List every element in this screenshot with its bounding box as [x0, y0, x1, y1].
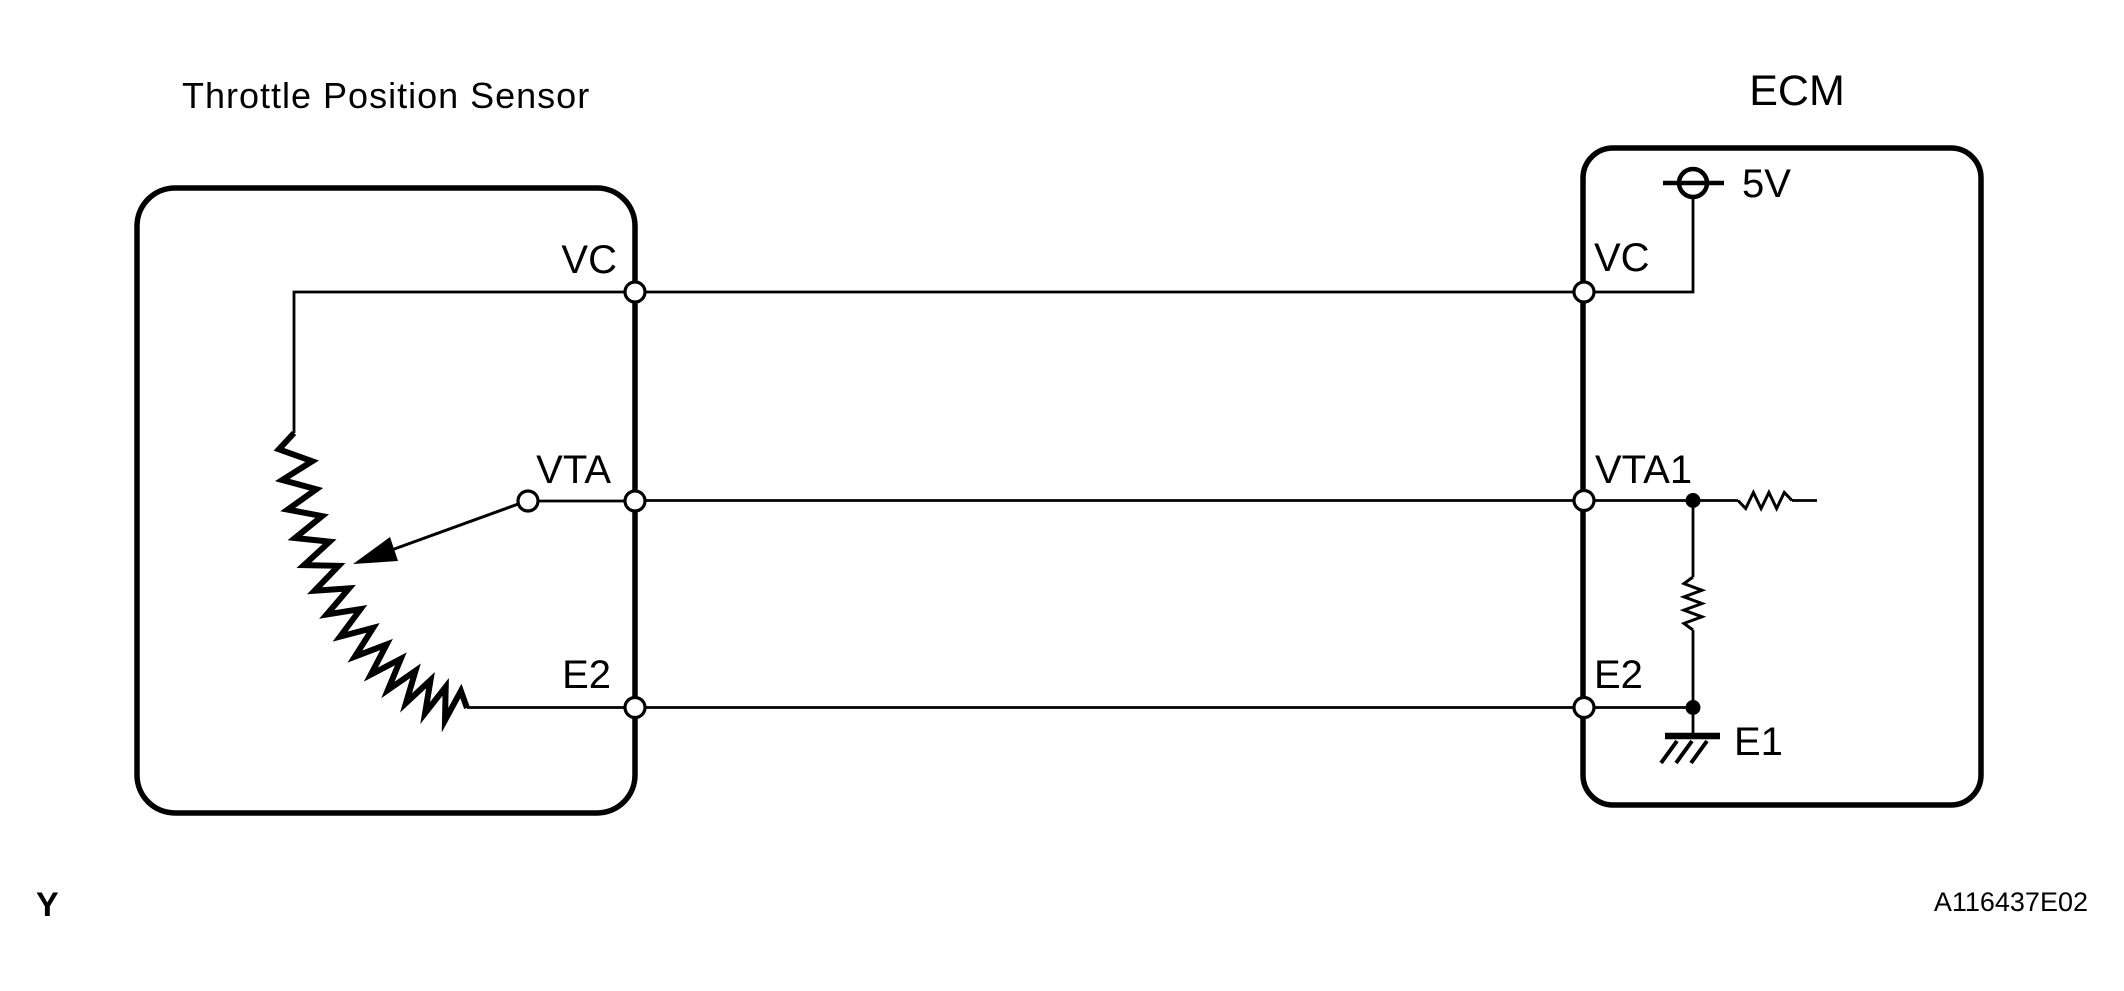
sensor-label-e2: E2	[562, 653, 611, 697]
ground-hatch-1	[1659, 739, 1679, 765]
ecm-pulldown-resistor	[1679, 575, 1707, 632]
ecm-box	[1580, 145, 1984, 808]
sensor-vc-inner-wire	[292, 290, 635, 433]
sensor-terminal-vta	[623, 489, 647, 513]
sensor-terminal-e2	[623, 695, 647, 720]
ecm-label-vc: VC	[1594, 236, 1650, 280]
sensor-terminal-vc	[623, 280, 647, 304]
ecm-terminal-vta1	[1572, 488, 1596, 513]
potentiometer-track-resistor	[273, 430, 470, 733]
ground-hatch-3	[1689, 739, 1709, 765]
ecm-5v-to-vc-wire	[1584, 197, 1695, 294]
figure-code: A116437E02	[1934, 887, 2088, 917]
ecm-label-e2: E2	[1594, 653, 1643, 697]
figure-marker: Y	[36, 886, 59, 924]
power-source-icon	[1663, 166, 1724, 200]
ground-hatch-2	[1674, 739, 1694, 765]
ecm-terminal-vc	[1572, 280, 1596, 304]
e2-junction-dot	[1685, 700, 1701, 715]
sensor-title: Throttle Position Sensor	[182, 75, 590, 116]
ground-icon	[1659, 732, 1720, 765]
vta1-junction-dot	[1685, 493, 1701, 508]
ecm-title: ECM	[1749, 67, 1845, 115]
sensor-label-vta: VTA	[536, 448, 611, 492]
wiper-arrowhead-icon	[353, 537, 398, 564]
sensor-label-vc: VC	[561, 238, 617, 282]
wiper-arrow-shaft	[385, 501, 522, 554]
wiper-terminal	[516, 489, 540, 513]
ecm-input-resistor	[1736, 489, 1794, 512]
ecm-label-5v: 5V	[1742, 162, 1791, 206]
ecm-label-vta1: VTA1	[1595, 448, 1692, 492]
ecm-label-e1: E1	[1734, 720, 1783, 764]
ecm-terminal-e2	[1572, 695, 1596, 720]
wiper-arrow	[353, 501, 522, 564]
